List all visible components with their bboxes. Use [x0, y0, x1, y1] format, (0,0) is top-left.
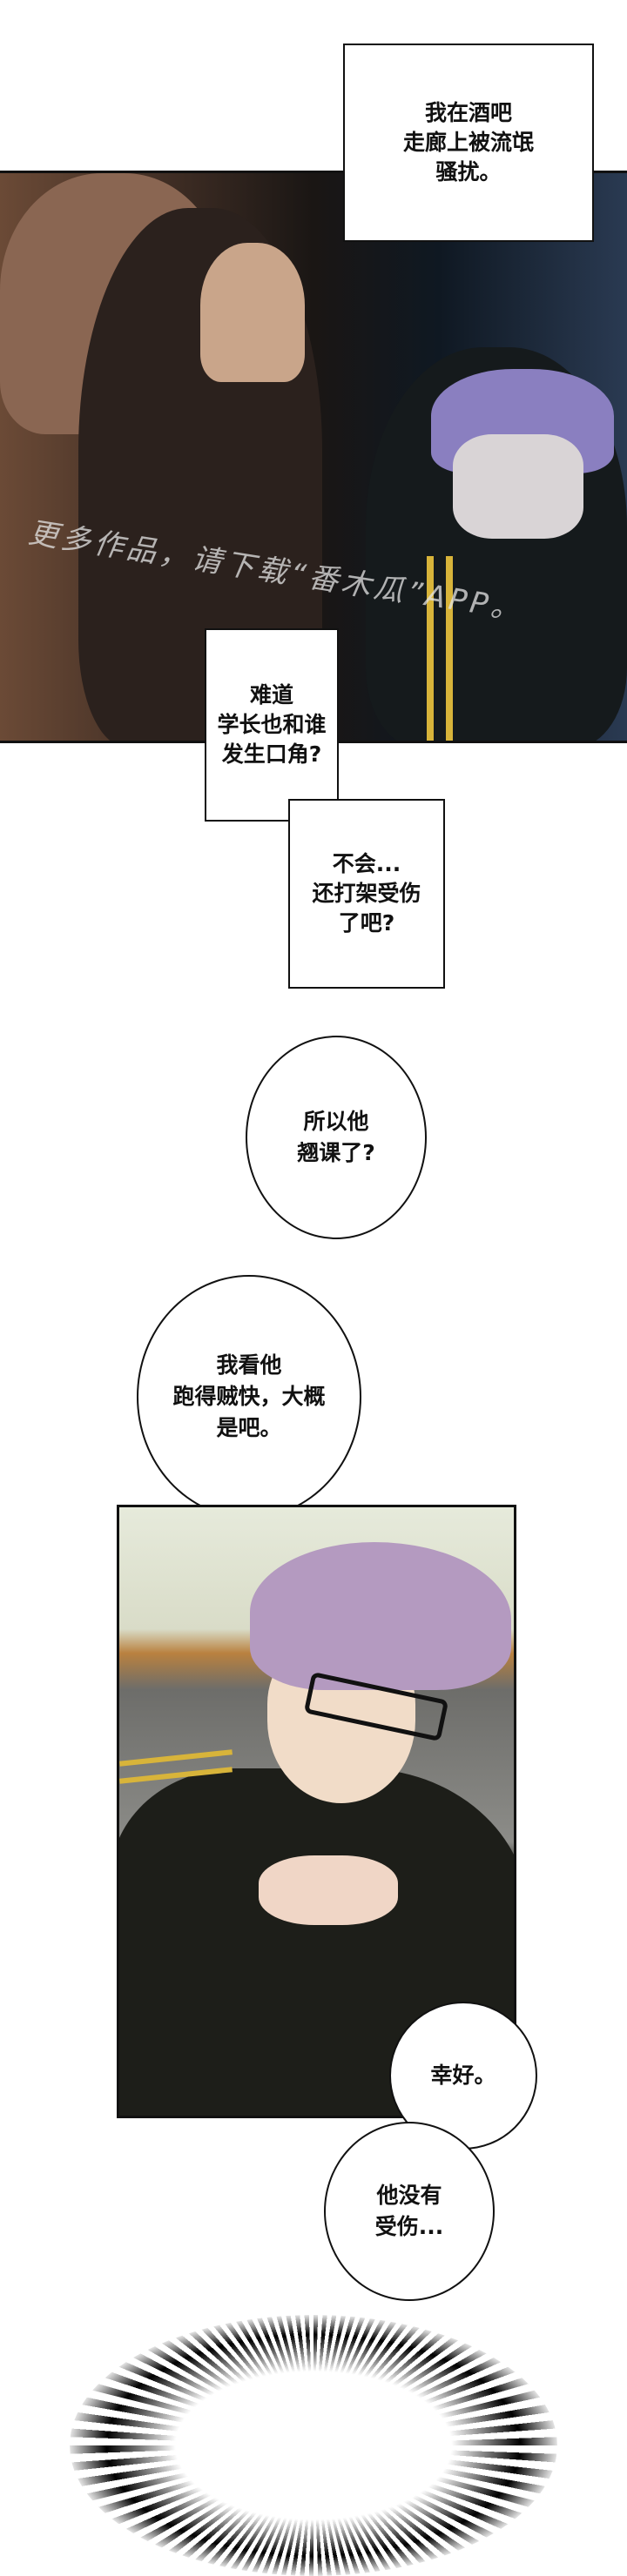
speed-lines-burst: [70, 2315, 557, 2576]
speech-bubble-not-hurt: 他没有 受伤...: [324, 2122, 495, 2301]
caption-box-bar: 我在酒吧 走廊上被流氓 骚扰。: [343, 44, 594, 242]
student-face: [453, 434, 583, 539]
bar-hallway-panel: 更多作品，请下载“番木瓜”APP。: [0, 171, 627, 743]
woman-face: [200, 243, 305, 382]
caption-box-argument: 难道 学长也和谁 发生口角?: [205, 628, 339, 822]
speech-bubble-skip-class: 所以他 翘课了?: [246, 1036, 427, 1239]
speech-bubble-ran-fast: 我看他 跑得贼快，大概 是吧。: [137, 1275, 361, 1519]
hand: [259, 1855, 398, 1925]
caption-box-fight: 不会... 还打架受伤 了吧?: [288, 799, 445, 989]
student-hair: [250, 1542, 511, 1690]
